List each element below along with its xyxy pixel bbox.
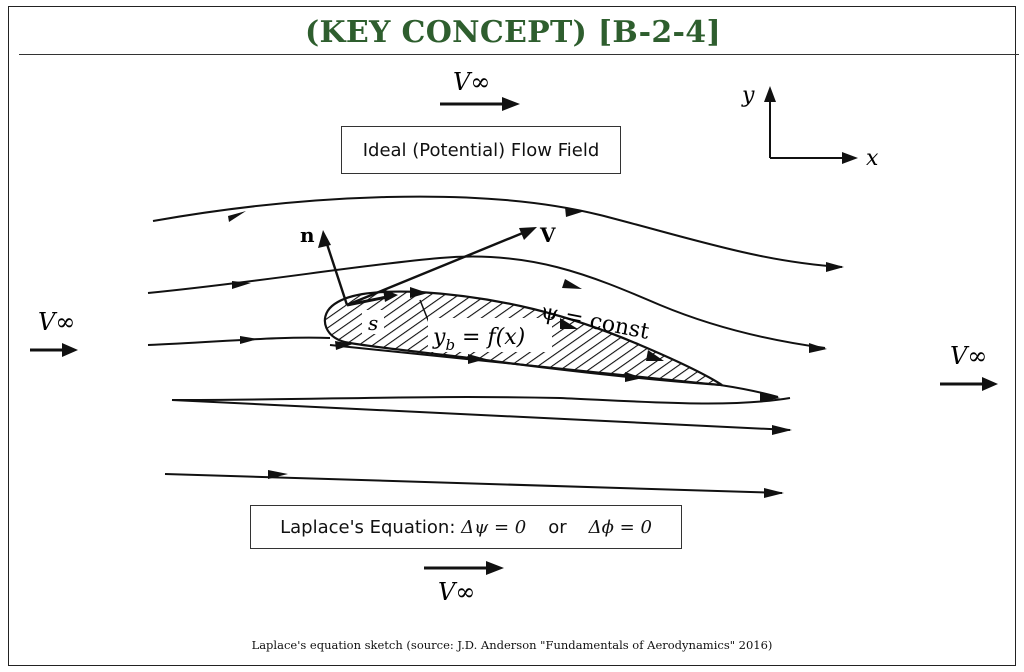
streamline-2 bbox=[147, 255, 826, 349]
title-divider bbox=[19, 54, 1019, 55]
streamline-5 bbox=[171, 399, 791, 431]
streamline-arrowhead bbox=[809, 343, 827, 353]
freestream-arrowhead-right bbox=[982, 377, 998, 391]
streamline-arrowhead bbox=[562, 279, 582, 289]
freestream-arrowhead-top bbox=[502, 97, 520, 111]
freestream-arrowhead-bottom bbox=[486, 561, 504, 575]
page-title: (KEY CONCEPT) [B-2-4] bbox=[305, 15, 721, 50]
streamline-arrowhead bbox=[772, 425, 792, 435]
tangent-label-bg bbox=[362, 310, 384, 334]
x-axis-label: x bbox=[866, 146, 879, 171]
streamline-3 bbox=[147, 336, 331, 346]
streamline-arrowhead bbox=[268, 470, 288, 479]
streamline-arrowhead bbox=[760, 392, 780, 402]
body-label-main: y bbox=[432, 325, 446, 350]
surface-arrowhead bbox=[335, 341, 353, 350]
laplace-or: or bbox=[548, 516, 567, 538]
ideal-flow-box: Ideal (Potential) Flow Field bbox=[341, 126, 621, 174]
x-axis-arrowhead bbox=[842, 152, 858, 164]
streamline-arrowhead bbox=[232, 281, 251, 289]
laplace-equation-phi: Δϕ = 0 bbox=[588, 516, 652, 538]
tangent-label: s bbox=[368, 311, 378, 335]
y-axis-label: y bbox=[741, 83, 755, 108]
surface-arrowheads bbox=[335, 287, 664, 382]
laplace-equation-psi: Δψ = 0 bbox=[461, 516, 527, 538]
normal-vector-arrowhead bbox=[318, 230, 331, 248]
surface-arrowhead bbox=[410, 287, 428, 298]
normal-label: n bbox=[300, 223, 315, 247]
velocity-vector-arrowhead bbox=[519, 227, 537, 240]
freestream-label-bottom: V∞ bbox=[438, 578, 475, 606]
tangent-vector-arrowhead bbox=[383, 289, 398, 302]
streamline-arrowhead bbox=[764, 488, 784, 498]
streamline-arrowhead bbox=[240, 336, 258, 344]
velocity-vector bbox=[346, 228, 531, 307]
body-label-bg bbox=[428, 318, 552, 352]
body-label: yb = f(x) bbox=[432, 325, 525, 354]
figure-caption: Laplace's equation sketch (source: J.D. … bbox=[251, 638, 773, 652]
streamline-1 bbox=[152, 195, 843, 268]
streamline-arrowheads bbox=[228, 207, 844, 498]
surface-arrowhead bbox=[646, 350, 664, 361]
freestream-label-left: V∞ bbox=[38, 308, 75, 336]
streamline-4 bbox=[171, 396, 791, 405]
streamline-arrowhead bbox=[826, 262, 844, 272]
streamline-arrowhead bbox=[228, 211, 246, 222]
laplace-prefix: Laplace's Equation: bbox=[280, 516, 462, 538]
freestream-arrowhead-left bbox=[62, 343, 78, 357]
freestream-label-top: V∞ bbox=[453, 68, 490, 96]
streamline-arrowhead bbox=[565, 207, 585, 217]
y-axis-arrowhead bbox=[764, 86, 776, 102]
freestream-label-right: V∞ bbox=[950, 342, 987, 370]
velocity-label: V bbox=[539, 223, 556, 247]
laplace-equation-box: Laplace's Equation: Δψ = 0 or Δϕ = 0 bbox=[250, 505, 682, 549]
surface-arrowhead bbox=[468, 354, 486, 364]
body-label-sub: b bbox=[445, 336, 455, 354]
normal-vector bbox=[323, 237, 349, 306]
streamline-6 bbox=[164, 473, 783, 494]
surface-arrowhead bbox=[625, 372, 643, 382]
body-label-rest: = f(x) bbox=[455, 325, 525, 350]
surface-arrowhead bbox=[560, 318, 578, 329]
